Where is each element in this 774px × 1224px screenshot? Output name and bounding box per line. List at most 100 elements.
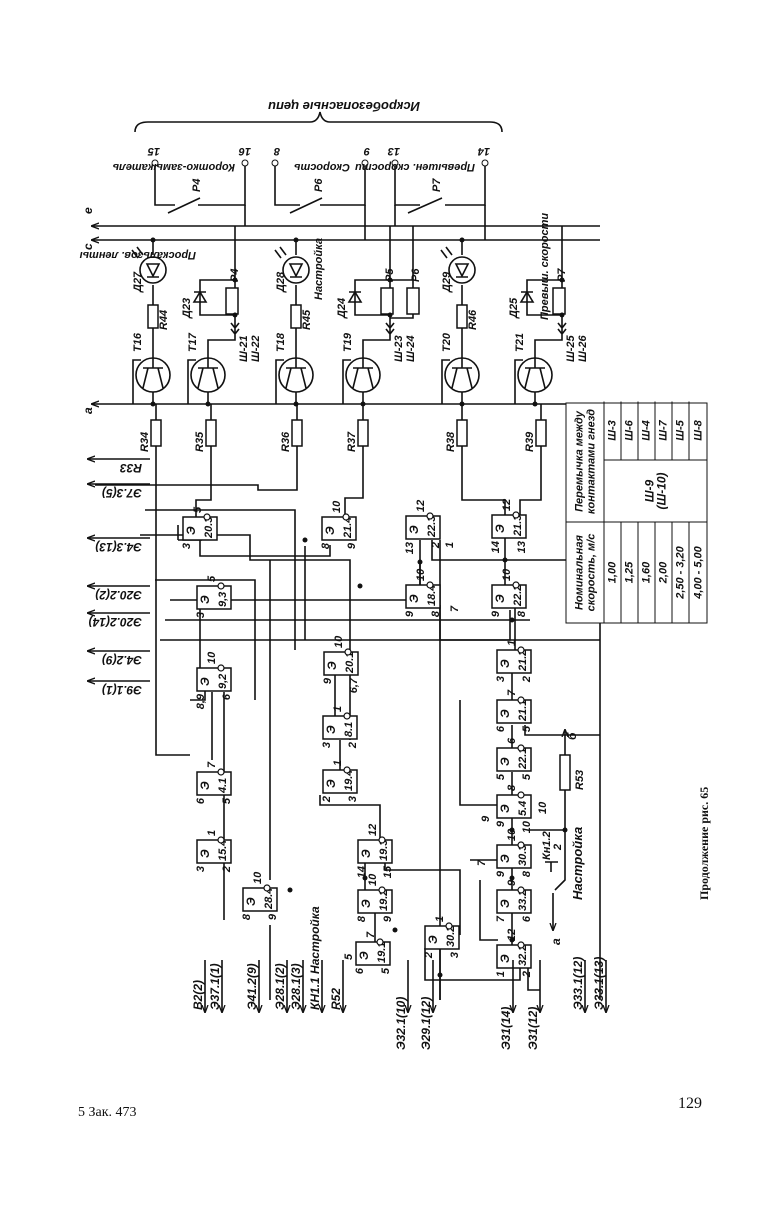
inverting-input-icon bbox=[217, 582, 225, 590]
junction-dot bbox=[509, 827, 515, 833]
pin-label: 7 bbox=[365, 931, 377, 938]
logic-block-id: 9,3 bbox=[217, 592, 229, 607]
inverting-input-icon bbox=[203, 513, 211, 521]
logic-block-type: Э bbox=[498, 954, 512, 963]
footer-order-number: 5 Зак. 473 bbox=[78, 1105, 137, 1120]
pin-label: 9 bbox=[495, 870, 507, 877]
led-label-tuning: Настройка bbox=[313, 238, 325, 300]
inverting-input-icon bbox=[517, 841, 525, 849]
relay-coil-р5 bbox=[380, 287, 394, 315]
relay-coil-р6 bbox=[406, 287, 420, 315]
contact-pin: 9 bbox=[363, 145, 370, 157]
led-label: Д27 bbox=[132, 271, 144, 293]
pin-label: 8 bbox=[241, 913, 253, 920]
svg-text:е: е bbox=[81, 207, 95, 214]
transistor-label: Т17 bbox=[187, 332, 199, 352]
inverting-input-icon bbox=[445, 922, 453, 930]
logic-block-body bbox=[357, 839, 393, 864]
led-label: Д28 bbox=[275, 271, 287, 293]
pin-label: 9 bbox=[490, 610, 502, 617]
table-cell-jumper: Ш-8 bbox=[691, 419, 704, 441]
pin-label: 12 bbox=[501, 499, 513, 511]
resistor-label: R45 bbox=[301, 309, 313, 330]
resistor-r34 bbox=[150, 419, 162, 447]
table-cell-jumper: Ш-4 bbox=[638, 401, 655, 459]
pin-label: 3 bbox=[181, 543, 193, 549]
resistor-label: R35 bbox=[194, 431, 206, 452]
pin-label: 9 bbox=[382, 915, 394, 922]
junction-dot bbox=[509, 875, 515, 881]
logic-block-type: Э bbox=[323, 526, 337, 535]
logic-block-type: Э bbox=[498, 854, 512, 863]
logic-block-id: 9,2 bbox=[217, 674, 229, 689]
bottom-output-label: Э33.1(13) bbox=[592, 957, 606, 1010]
wire bbox=[160, 610, 511, 641]
led-icon bbox=[448, 256, 476, 284]
logic-block-type: Э bbox=[198, 595, 212, 604]
table-cell-jumper: Ш-6 bbox=[621, 401, 638, 459]
inverting-input-icon bbox=[517, 696, 525, 704]
pin-label: 2 bbox=[521, 971, 533, 978]
inverting-input-icon bbox=[517, 646, 525, 654]
junction-dot bbox=[417, 559, 423, 565]
logic-block-body bbox=[491, 584, 527, 609]
logic-block-body bbox=[424, 925, 460, 950]
inverting-input-icon bbox=[517, 886, 525, 894]
pin-label: 1 bbox=[444, 542, 456, 548]
wire bbox=[431, 540, 601, 1000]
logic-block-body bbox=[496, 699, 532, 724]
logic-block-id: 19.3 bbox=[378, 840, 390, 861]
pin-label: 10 bbox=[521, 820, 533, 833]
contact-label: Превышен. скорости bbox=[355, 161, 475, 173]
logic-block-body bbox=[496, 944, 532, 969]
logic-block-type: Э bbox=[325, 661, 339, 670]
inverting-input-icon bbox=[217, 768, 225, 776]
connector-label: Ш-23 bbox=[393, 335, 405, 362]
pin-label: 3 bbox=[347, 796, 359, 802]
relay-label: Р4 bbox=[229, 269, 241, 282]
bottom-output-label: КН1.1 Настройка bbox=[308, 906, 322, 1010]
pin-label: 5 bbox=[380, 967, 392, 974]
bottom-output-label: Э33.1(12) bbox=[571, 957, 585, 1010]
contact-p4: 15 16 Коротко-замыкатель Р4 bbox=[112, 145, 251, 214]
wire bbox=[424, 948, 521, 981]
pin-label: 6 bbox=[521, 915, 533, 922]
diode-icon bbox=[347, 290, 363, 303]
logic-block-id: 22.3 bbox=[426, 516, 438, 538]
led-label-overspeed: Превыш. скорости bbox=[539, 213, 551, 320]
logic-block-body bbox=[496, 844, 532, 869]
logic-block-id: 21.4 bbox=[342, 517, 354, 539]
pin-label: 1 bbox=[332, 760, 344, 766]
bracket-title: Искробезопасные цепи bbox=[268, 99, 420, 114]
bottom-output-label: Э37.1(1) bbox=[208, 963, 222, 1010]
logic-block-type: Э bbox=[198, 781, 212, 790]
tuning-arrow-label: а bbox=[549, 938, 563, 945]
junction-dot bbox=[509, 617, 515, 623]
inverting-input-icon bbox=[343, 766, 351, 774]
pin-label: 13 bbox=[404, 542, 416, 554]
logic-block-body bbox=[196, 839, 232, 864]
logic-block-body bbox=[322, 769, 358, 794]
speed-jumper-table: Номинальная скорость, м/с Перемычка межд… bbox=[565, 401, 707, 623]
pin-label: 1 bbox=[506, 640, 518, 646]
wire bbox=[155, 470, 190, 756]
pin-label: 6 bbox=[506, 737, 518, 744]
pin-label: 7 bbox=[506, 689, 518, 696]
logic-block-body bbox=[357, 889, 393, 914]
pin-label: 7 bbox=[476, 859, 488, 866]
pin-label: 3 bbox=[495, 676, 507, 682]
pin-label: 14 bbox=[490, 541, 502, 553]
transistor-label: Т19 bbox=[342, 332, 354, 352]
pin-label: 9 bbox=[404, 610, 416, 617]
bottom-output-label: В2(2) bbox=[191, 980, 205, 1010]
logic-block-body bbox=[196, 771, 232, 796]
table-cell-speed: 4,00 - 5,00 bbox=[689, 521, 706, 622]
pin-label: 7 bbox=[206, 761, 218, 768]
